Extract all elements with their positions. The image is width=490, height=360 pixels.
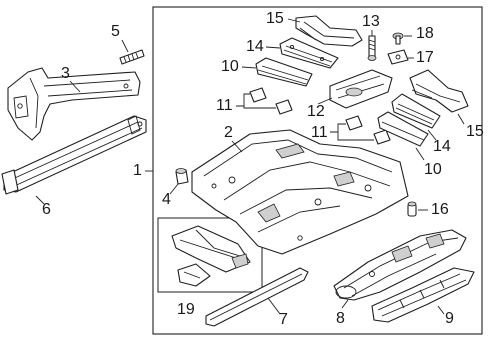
callout-17: 17 bbox=[416, 49, 434, 66]
callout-15-upper: 15 bbox=[266, 10, 284, 27]
inset-box bbox=[157, 217, 263, 293]
callout-15-lower: 15 bbox=[466, 123, 484, 140]
part-6-rocker bbox=[1, 115, 147, 195]
callout-11-lower: 11 bbox=[311, 124, 328, 141]
callout-14-lower: 14 bbox=[433, 138, 451, 155]
part-13-bolt bbox=[367, 35, 377, 61]
part-9-rear-panel bbox=[371, 267, 475, 323]
callout-10-upper: 10 bbox=[221, 58, 239, 75]
part-12-center-member bbox=[329, 69, 393, 109]
callout-7: 7 bbox=[279, 311, 288, 328]
callout-11-upper: 11 bbox=[216, 97, 233, 114]
part-10-rear-reinforcement bbox=[377, 111, 429, 147]
part-16-plug bbox=[407, 201, 417, 217]
callout-8: 8 bbox=[336, 310, 345, 327]
part-11-left-brackets bbox=[236, 87, 293, 115]
callout-12: 12 bbox=[307, 103, 325, 120]
part-5-clip bbox=[119, 49, 145, 65]
part-11-right-brackets bbox=[330, 115, 391, 145]
part-2-floor-pan bbox=[191, 129, 409, 255]
part-15-rear-member bbox=[409, 69, 469, 113]
assembly-frame bbox=[152, 6, 483, 335]
callout-10-lower: 10 bbox=[424, 161, 442, 178]
callout-1: 1 bbox=[133, 162, 142, 179]
callout-5: 5 bbox=[111, 23, 120, 40]
part-15-upper-member bbox=[295, 15, 363, 47]
callout-4: 4 bbox=[162, 191, 171, 208]
callout-14-upper: 14 bbox=[246, 38, 264, 55]
callout-18: 18 bbox=[416, 25, 434, 42]
part-10-upper-reinforcement bbox=[255, 57, 313, 87]
part-3-side-panel bbox=[7, 67, 141, 141]
part-18-screw bbox=[392, 32, 404, 45]
part-7-sill-plate bbox=[205, 267, 309, 327]
callout-9: 9 bbox=[445, 310, 454, 327]
part-17-clip bbox=[387, 49, 409, 65]
part-8-rear-floor bbox=[333, 229, 467, 301]
part-19-seat-bracket bbox=[171, 225, 251, 287]
part-14-rear-bracket bbox=[391, 93, 441, 129]
callout-6: 6 bbox=[42, 201, 51, 218]
part-14-upper-bracket bbox=[279, 37, 339, 69]
callout-2: 2 bbox=[224, 124, 233, 141]
callout-13: 13 bbox=[362, 13, 380, 30]
callout-16: 16 bbox=[431, 201, 449, 218]
callout-19: 19 bbox=[177, 301, 195, 318]
part-4-plug bbox=[175, 168, 189, 185]
callout-3: 3 bbox=[61, 65, 70, 82]
